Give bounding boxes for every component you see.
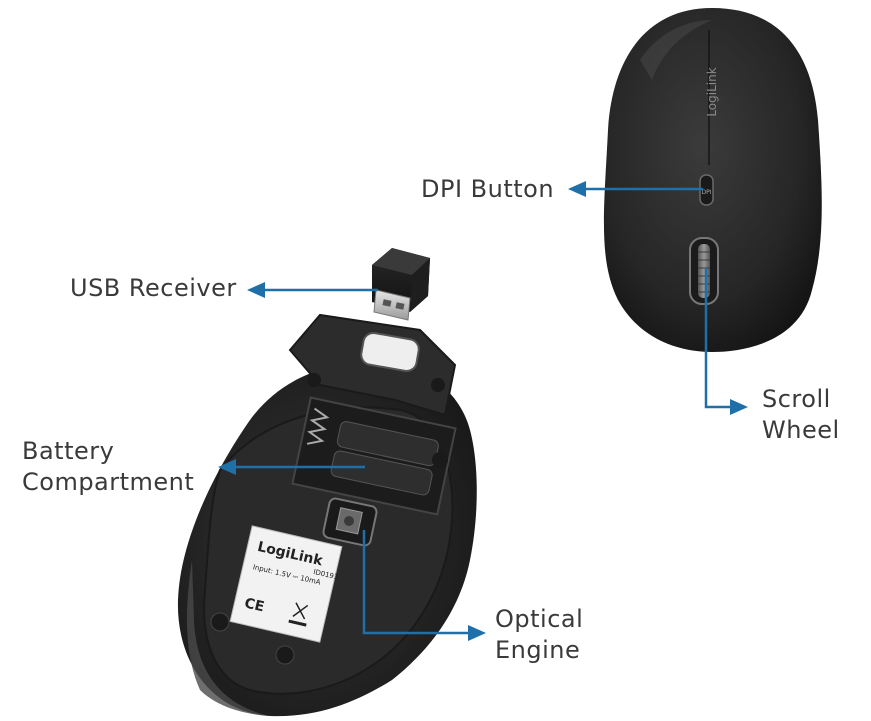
scroll-leader — [704, 268, 748, 415]
brand-logo-top: LogiLink — [705, 67, 719, 116]
optical-leader — [362, 530, 486, 641]
product-label — [229, 525, 343, 643]
optical-engine-text-line2: Engine — [495, 636, 581, 664]
usb-receiver-text: USB Receiver — [70, 274, 237, 302]
svg-text:CE: CE — [243, 595, 266, 615]
battery-leader — [218, 459, 365, 475]
dpi-button-label: DPI Button — [421, 174, 554, 205]
usb-receiver-label: USB Receiver — [70, 273, 237, 304]
scroll-wheel-text-line2: Wheel — [762, 416, 840, 444]
usb-leader — [247, 282, 378, 298]
mouse-bottom-view: LogiLink Input: 1.5V ⎓ 10mA ID0193 CE — [177, 313, 477, 717]
scroll-wheel-label: Scroll Wheel — [762, 384, 840, 446]
dpi-leader — [568, 181, 703, 197]
svg-text:LogiLink: LogiLink — [705, 67, 719, 116]
battery-compartment-text-line1: Battery — [22, 437, 115, 465]
battery-compartment-text-line2: Compartment — [22, 468, 195, 496]
leader-lines — [218, 181, 748, 641]
usb-receiver — [372, 248, 430, 321]
optical-engine-text-line1: Optical — [495, 605, 584, 633]
mouse-top-view: LogiLink DPI — [603, 8, 822, 352]
battery-compartment-label: Battery Compartment — [22, 436, 194, 498]
scroll-wheel-text-line1: Scroll — [762, 385, 831, 413]
optical-engine-label: Optical Engine — [495, 604, 583, 666]
svg-text:DPI: DPI — [701, 189, 711, 196]
dpi-button-text: DPI Button — [421, 175, 555, 203]
